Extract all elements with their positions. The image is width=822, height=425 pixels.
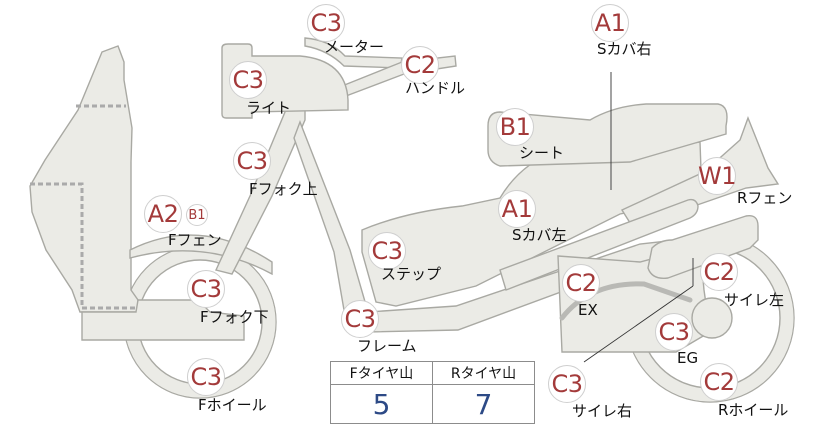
label-frame: フレーム	[357, 337, 417, 355]
label-eg: EG	[677, 349, 699, 367]
rear-tire-header: Rタイヤ山	[432, 361, 535, 385]
badge-r-fender: W1	[698, 157, 737, 195]
label-f-fender: Fフェン	[168, 231, 222, 249]
label-f-wheel: Fホイール	[198, 396, 267, 414]
muffler-shape	[647, 215, 759, 279]
front-tire-value: 5	[330, 384, 433, 424]
badge-s-cover-r: A1	[591, 4, 629, 42]
badge-r-wheel: C2	[700, 363, 738, 401]
seat-shape	[487, 103, 728, 167]
label-f-fork-up: Fフォク上	[249, 180, 318, 198]
badge-f-fender-sub: B1	[186, 204, 208, 226]
rear-tire-value: 7	[432, 384, 535, 424]
lower-panel-shape	[81, 299, 245, 341]
label-s-cover-r: Sカバ右	[597, 40, 652, 58]
rear-rail-shape	[499, 198, 699, 291]
label-step: ステップ	[381, 265, 442, 283]
badge-step: C3	[368, 232, 406, 270]
front-body-shape	[29, 45, 139, 313]
muffler-leader	[583, 285, 694, 363]
label-seat: シート	[519, 144, 565, 162]
badge-light: C3	[229, 61, 267, 99]
exhaust-pipe-shape	[559, 281, 693, 321]
label-f-fork-down: Fフォク下	[200, 308, 269, 326]
label-r-fender: Rフェン	[737, 189, 793, 207]
badge-seat: B1	[496, 108, 534, 146]
tire-tread-table: Fタイヤ山 Rタイヤ山 5 7	[330, 361, 535, 424]
label-ex: EX	[578, 301, 598, 319]
badge-meter: C3	[307, 4, 345, 42]
front-tire-header: Fタイヤ山	[330, 361, 433, 385]
badge-f-fender: A2	[144, 195, 182, 233]
rear-hub-shape	[691, 297, 733, 339]
label-light: ライト	[246, 99, 292, 117]
badge-eg: C3	[655, 313, 693, 351]
badge-frame: C3	[341, 300, 379, 338]
badge-f-fork-up: C3	[233, 142, 271, 180]
label-meter: メーター	[324, 38, 385, 56]
badge-f-fork-down: C3	[187, 270, 225, 308]
badge-f-wheel: C3	[187, 358, 225, 396]
label-s-cover-l: Sカバ左	[512, 226, 567, 244]
badge-ex: C2	[562, 264, 600, 302]
label-handle: ハンドル	[405, 79, 466, 97]
front-body-dash	[30, 104, 136, 310]
badge-handle: C2	[401, 46, 439, 84]
label-r-wheel: Rホイール	[718, 401, 789, 419]
badge-muffler-r: C3	[548, 365, 586, 403]
badge-muffler-l: C2	[700, 253, 738, 291]
badge-s-cover-l: A1	[498, 190, 536, 228]
label-muffler-r: サイレ右	[572, 402, 633, 420]
label-muffler-l: サイレ左	[724, 291, 785, 309]
